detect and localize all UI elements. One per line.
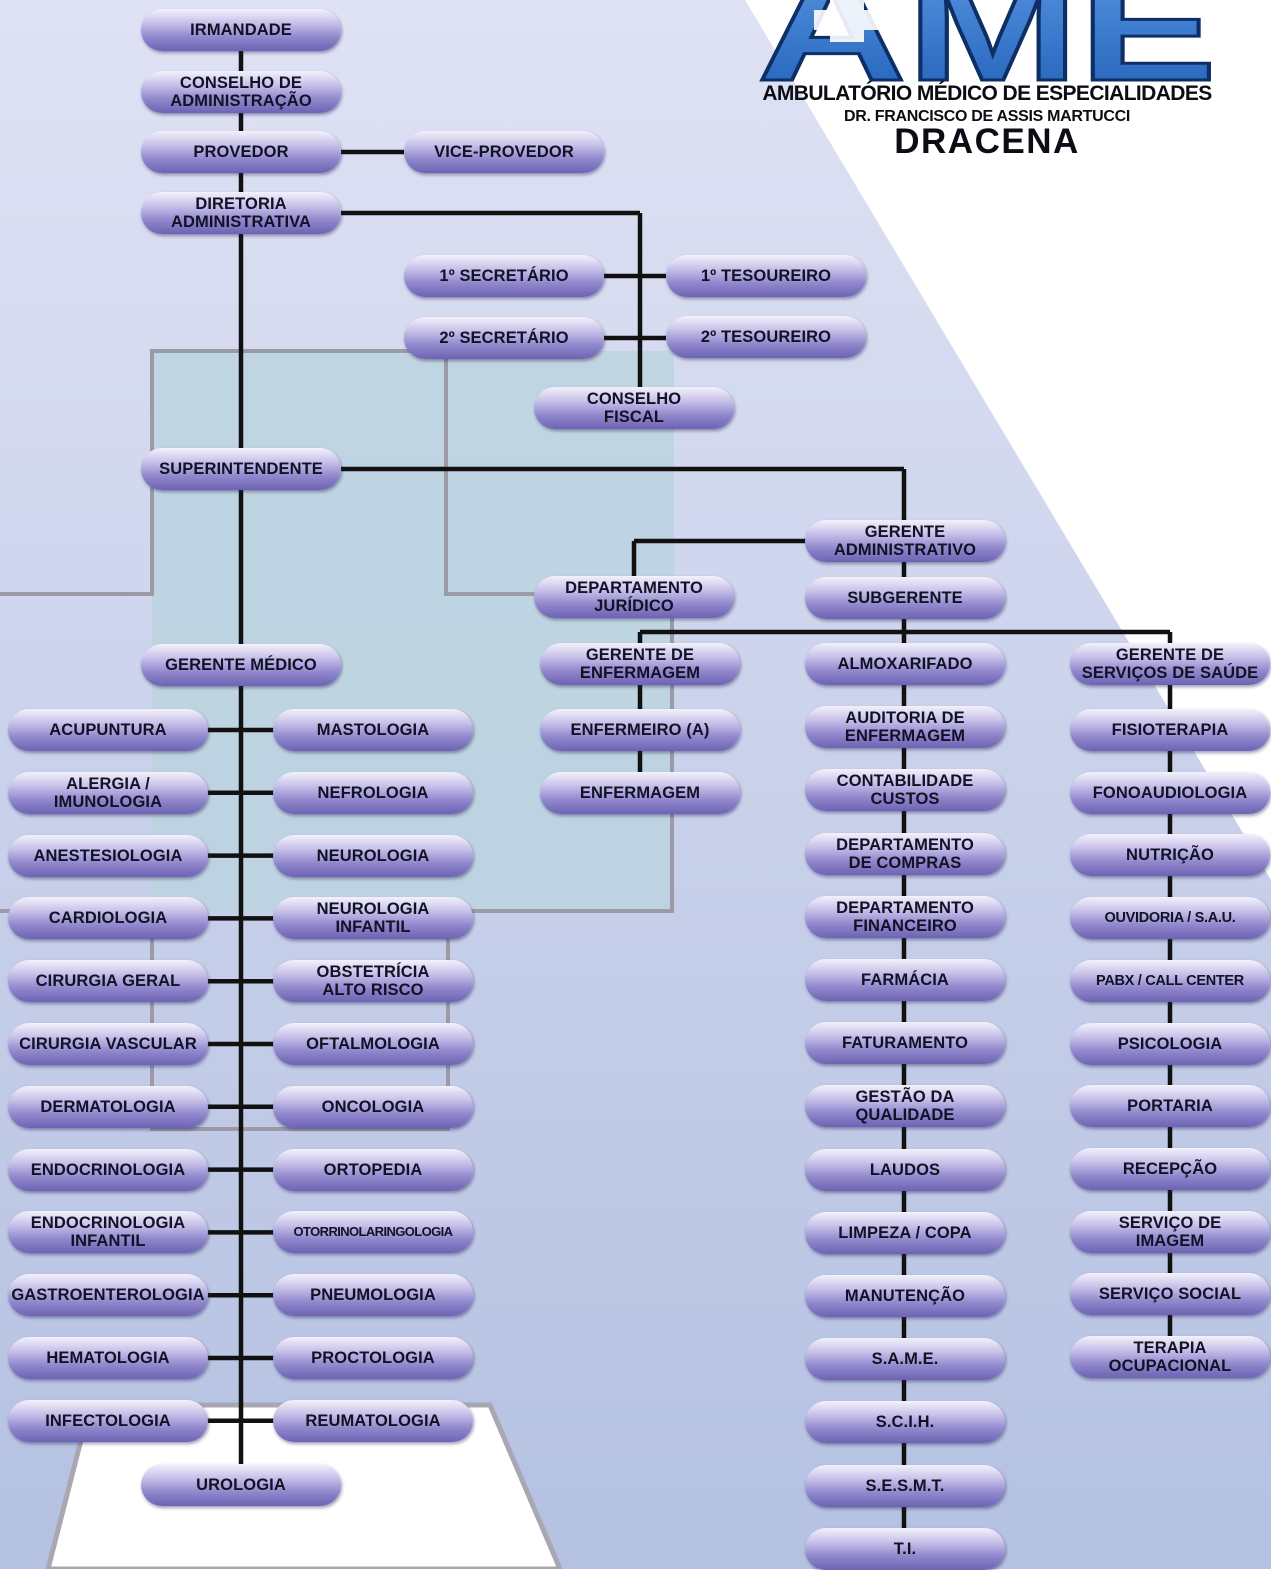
org-box-cirurgia-geral: CIRURGIA GERAL — [8, 960, 208, 1003]
org-box-2-tesoureiro: 2º TESOUREIRO — [666, 316, 866, 358]
org-box-departamento-de-compras: DEPARTAMENTO DE COMPRAS — [805, 832, 1005, 875]
org-box-recepcao: RECEPÇÃO — [1070, 1147, 1270, 1190]
logo-line-2: DR. FRANCISCO DE ASSIS MARTUCCI — [843, 108, 1131, 125]
org-box-s-e-s-m-t: S.E.S.M.T. — [805, 1464, 1005, 1507]
org-box-pabx-call-center: PABX / CALL CENTER — [1070, 959, 1270, 1002]
org-box-servico-social: SERVIÇO SOCIAL — [1070, 1273, 1270, 1316]
org-box-s-c-i-h: S.C.I.H. — [805, 1401, 1005, 1444]
org-box-portaria: PORTARIA — [1070, 1085, 1270, 1128]
org-box-limpeza-copa: LIMPEZA / COPA — [805, 1211, 1005, 1254]
org-box-2-secretario: 2º SECRETÁRIO — [404, 317, 604, 359]
org-box-alergia-imunologia: ALERGIA / IMUNOLOGIA — [8, 771, 208, 814]
org-box-acupuntura: ACUPUNTURA — [8, 709, 208, 751]
org-box-contabilidade-custos: CONTABILIDADE CUSTOS — [805, 769, 1005, 812]
org-box-psicologia: PSICOLOGIA — [1070, 1022, 1270, 1065]
org-box-departamento-juridico: DEPARTAMENTO JURÍDICO — [534, 576, 734, 618]
cross-icon — [814, 0, 880, 42]
org-box-obstetricia-alto-risco: OBSTETRÍCIA ALTO RISCO — [273, 960, 473, 1003]
org-box-1-tesoureiro: 1º TESOUREIRO — [666, 255, 866, 297]
org-box-gerente-de-enfermagem: GERENTE DE ENFERMAGEM — [540, 643, 740, 685]
org-box-pneumologia: PNEUMOLOGIA — [273, 1274, 473, 1317]
org-box-fisioterapia: FISIOTERAPIA — [1070, 709, 1270, 751]
org-box-dermatologia: DERMATOLOGIA — [8, 1085, 208, 1128]
org-box-conselho-de-administracao: CONSELHO DE ADMINISTRAÇÃO — [141, 71, 341, 113]
org-box-gastroenterologia: GASTROENTEROLOGIA — [8, 1274, 208, 1317]
org-box-faturamento: FATURAMENTO — [805, 1022, 1005, 1065]
org-box-cirurgia-vascular: CIRURGIA VASCULAR — [8, 1023, 208, 1065]
org-box-servico-de-imagem: SERVIÇO DE IMAGEM — [1070, 1210, 1270, 1253]
org-box-auditoria-de-enfermagem: AUDITORIA DE ENFERMAGEM — [805, 706, 1005, 749]
org-box-nutricao: NUTRIÇÃO — [1070, 834, 1270, 877]
org-box-reumatologia: REUMATOLOGIA — [273, 1399, 473, 1442]
org-box-provedor: PROVEDOR — [141, 131, 341, 173]
org-box-urologia: UROLOGIA — [141, 1464, 341, 1506]
org-box-1-secretario: 1º SECRETÁRIO — [404, 255, 604, 297]
logo-city: DRACENA — [894, 122, 1080, 161]
org-box-cardiologia: CARDIOLOGIA — [8, 897, 208, 940]
org-box-subgerente: SUBGERENTE — [805, 577, 1005, 619]
org-box-otorrinolaringologia: OTORRINOLARINGOLOGIA — [273, 1211, 473, 1254]
org-box-diretoria-administrativa: DIRETORIA ADMINISTRATIVA — [141, 192, 341, 234]
org-box-departamento-financeiro: DEPARTAMENTO FINANCEIRO — [805, 895, 1005, 938]
org-box-manutencao: MANUTENÇÃO — [805, 1275, 1005, 1317]
org-box-gerente-administrativo: GERENTE ADMINISTRATIVO — [805, 520, 1005, 562]
org-box-t-i: T.I. — [805, 1527, 1005, 1570]
org-box-irmandade: IRMANDADE — [141, 9, 341, 51]
org-box-anestesiologia: ANESTESIOLOGIA — [8, 834, 208, 877]
org-box-endocrinologia: ENDOCRINOLOGIA — [8, 1148, 208, 1191]
org-box-gerente-medico: GERENTE MÉDICO — [141, 644, 341, 686]
org-box-enfermeiro-a: ENFERMEIRO (A) — [540, 709, 740, 751]
logo-line-1: AMBULATÓRIO MÉDICO DE ESPECIALIDADES — [762, 82, 1212, 105]
org-box-proctologia: PROCTOLOGIA — [273, 1337, 473, 1379]
org-box-ortopedia: ORTOPEDIA — [273, 1148, 473, 1191]
org-box-nefrologia: NEFROLOGIA — [273, 771, 473, 814]
org-box-almoxarifado: ALMOXARIFADO — [805, 643, 1005, 685]
org-box-enfermagem: ENFERMAGEM — [540, 772, 740, 814]
org-box-s-a-m-e: S.A.M.E. — [805, 1338, 1005, 1381]
org-box-gerente-de-servicos-de-saude: GERENTE DE SERVIÇOS DE SAÚDE — [1070, 643, 1270, 685]
org-box-mastologia: MASTOLOGIA — [273, 709, 473, 751]
panel-outline — [0, 349, 674, 913]
ame-logo: AME AMBULATÓRIO MÉDICO DE ESPECIALIDADES… — [752, 0, 1222, 165]
org-box-gestao-da-qualidade: GESTÃO DA QUALIDADE — [805, 1085, 1005, 1128]
org-box-oftalmologia: OFTALMOLOGIA — [273, 1023, 473, 1065]
ame-logo-mark: AME — [756, 0, 1219, 82]
org-box-neurologia: NEUROLOGIA — [273, 834, 473, 877]
org-box-laudos: LAUDOS — [805, 1148, 1005, 1191]
org-box-hematologia: HEMATOLOGIA — [8, 1337, 208, 1379]
org-box-fonoaudiologia: FONOAUDIOLOGIA — [1070, 771, 1270, 814]
org-box-infectologia: INFECTOLOGIA — [8, 1399, 208, 1442]
org-box-terapia-ocupacional: TERAPIA OCUPACIONAL — [1070, 1336, 1270, 1378]
org-box-farmacia: FARMÁCIA — [805, 959, 1005, 1001]
org-box-endocrinologia-infantil: ENDOCRINOLOGIA INFANTIL — [8, 1211, 208, 1254]
org-box-vice-provedor: VICE-PROVEDOR — [404, 131, 604, 173]
org-box-neurologia-infantil: NEUROLOGIA INFANTIL — [273, 897, 473, 940]
org-box-superintendente: SUPERINTENDENTE — [141, 448, 341, 490]
org-box-oncologia: ONCOLOGIA — [273, 1085, 473, 1128]
org-box-ouvidoria-s-a-u: OUVIDORIA / S.A.U. — [1070, 897, 1270, 940]
org-box-conselho-fiscal: CONSELHO FISCAL — [534, 387, 734, 429]
